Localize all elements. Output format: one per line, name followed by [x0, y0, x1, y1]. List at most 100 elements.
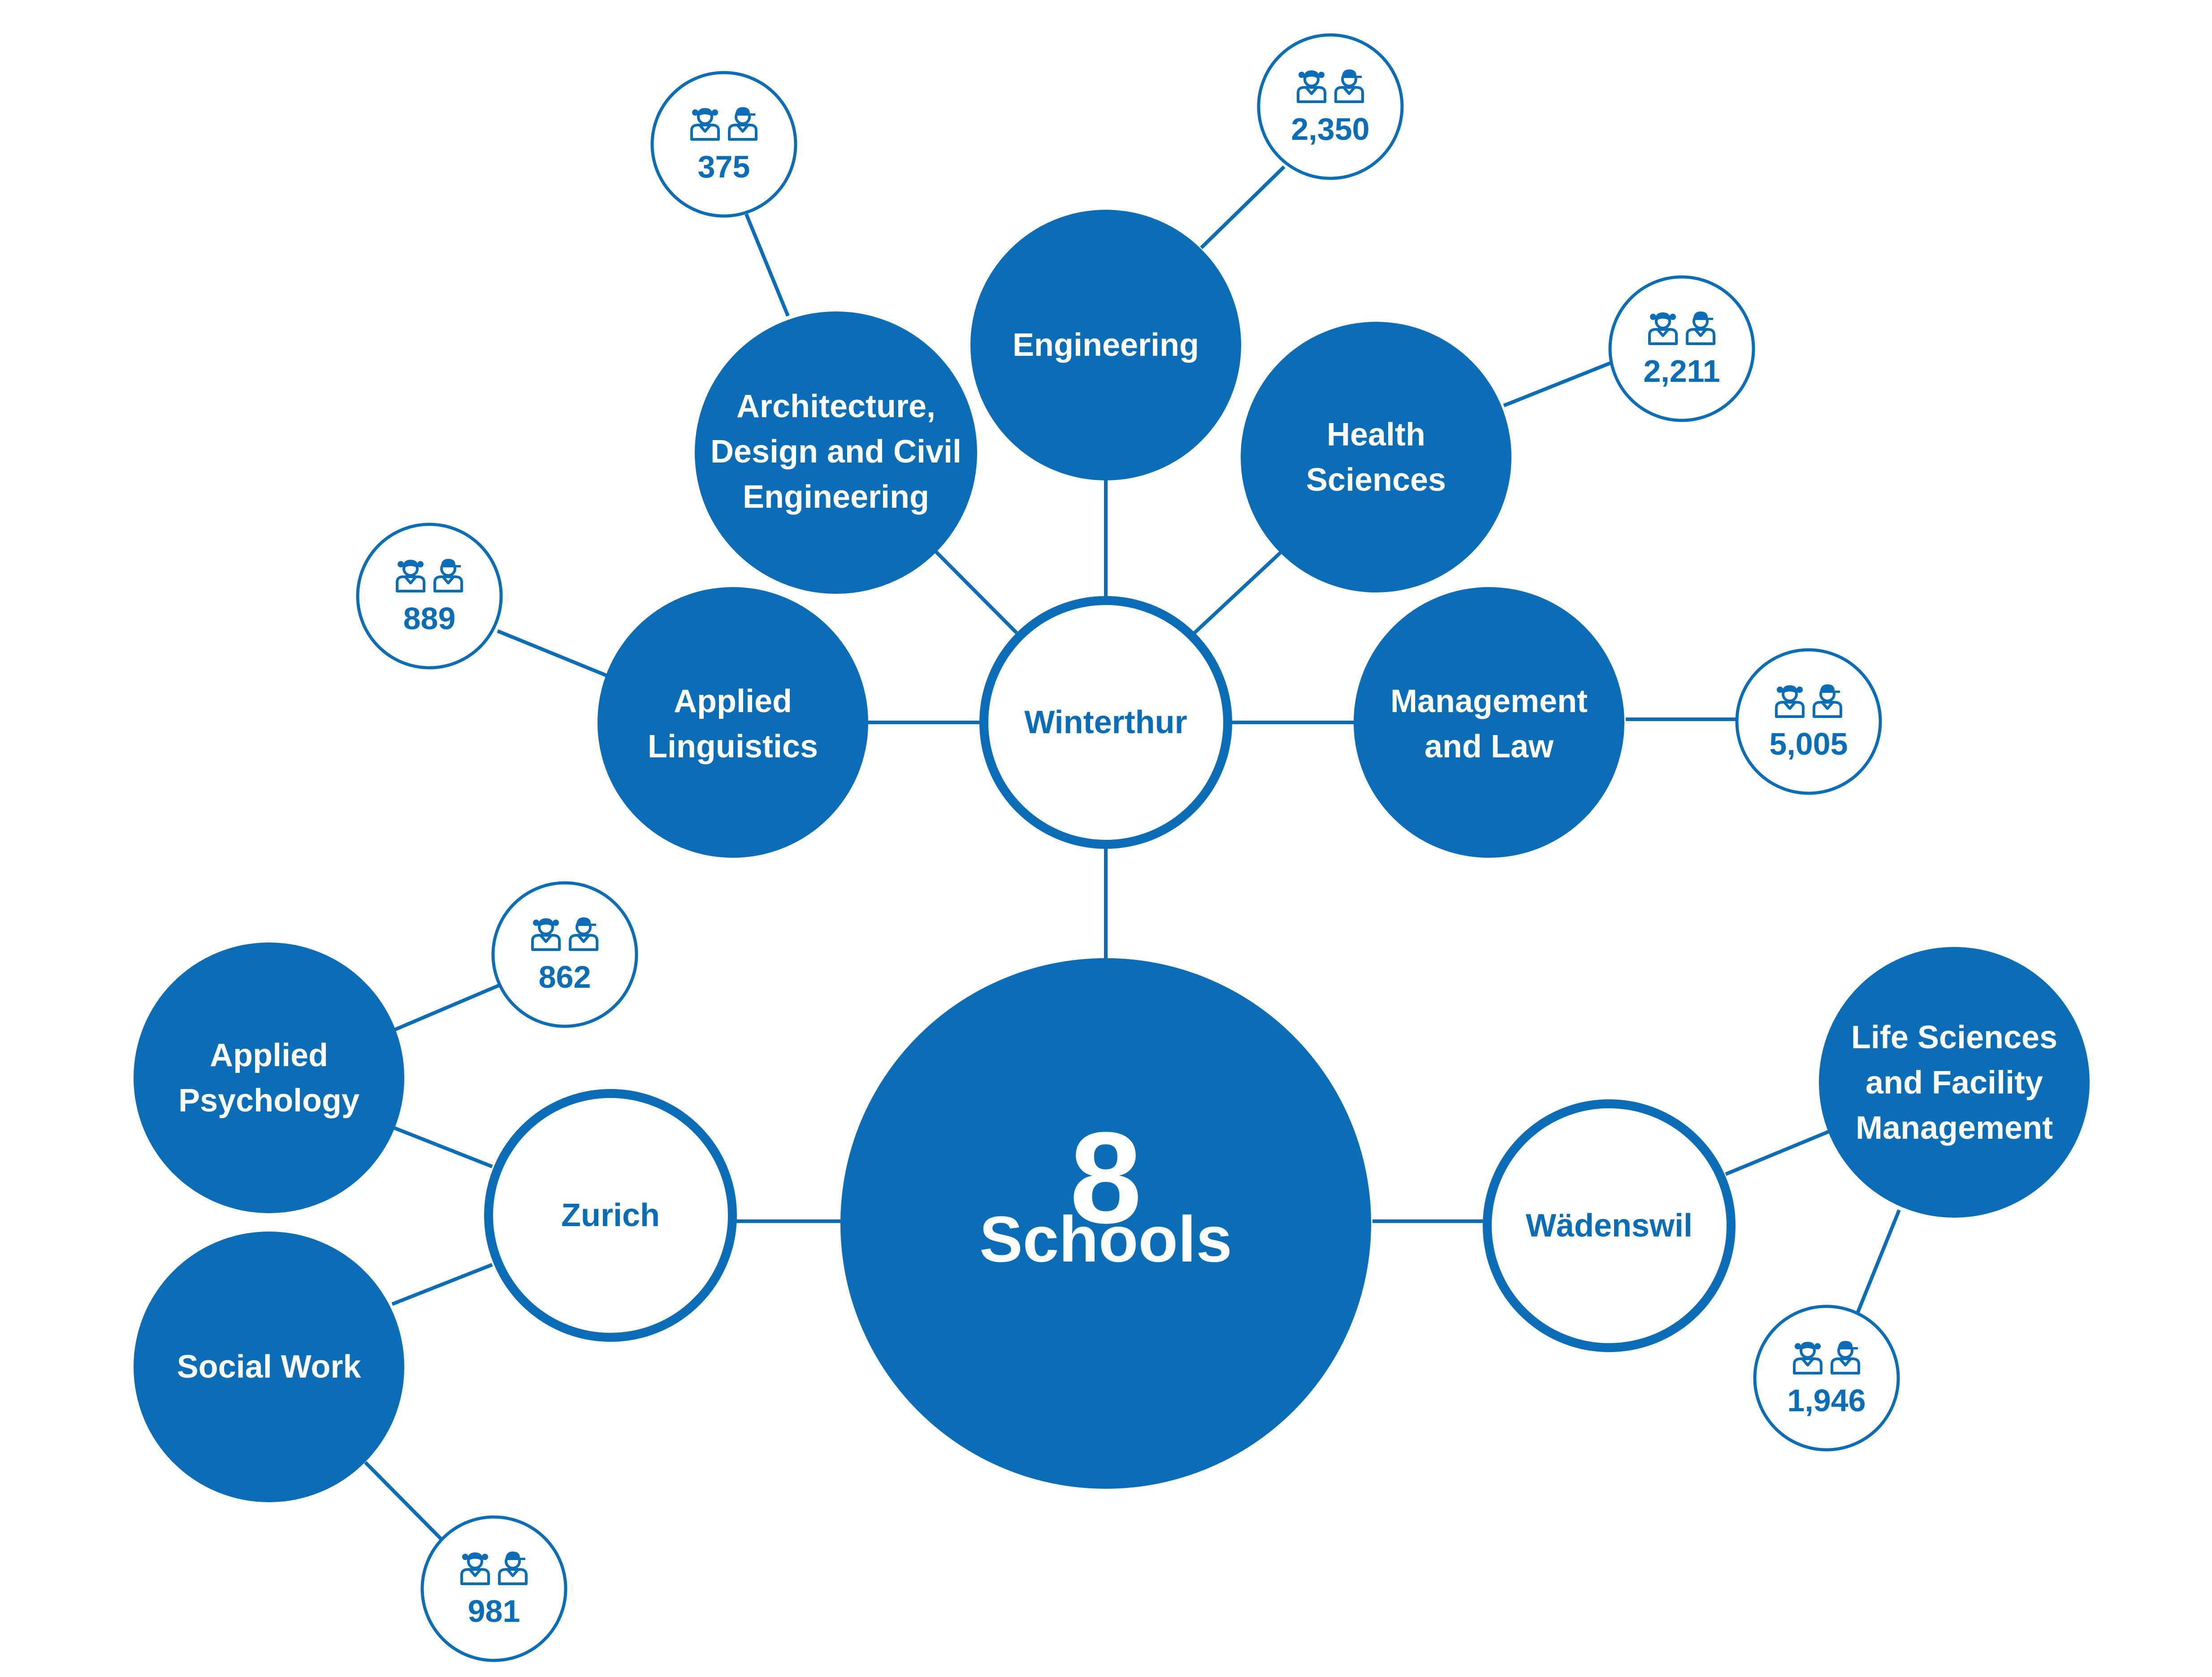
center-number: 8 — [1069, 1105, 1142, 1250]
female-and-male-student-icon — [531, 917, 598, 951]
school-psychology-label-line-2: Psychology — [178, 1083, 359, 1119]
collar-shape — [442, 575, 455, 584]
school-linguistics-label-line-1: Applied — [674, 683, 792, 719]
school-management-label-line-1: Management — [1390, 683, 1588, 719]
female-and-male-student-icon — [690, 107, 758, 141]
school-social-work-circle — [134, 1232, 404, 1502]
collar-shape — [1342, 86, 1356, 95]
female-hair-shape — [1303, 70, 1320, 79]
female-body-shape — [1297, 86, 1326, 103]
school-management-circle — [1354, 587, 1624, 858]
collar-shape — [1839, 1357, 1852, 1366]
school-architecture-circle — [695, 311, 977, 594]
female-and-male-student-icon — [460, 1552, 528, 1585]
collar-shape — [577, 934, 590, 943]
female-body-shape — [1648, 328, 1678, 345]
female-hair-shape — [403, 560, 419, 569]
school-psychology-circle — [134, 942, 404, 1213]
collar-shape — [1801, 1357, 1814, 1366]
male-cap-shape — [441, 559, 461, 567]
connector-winterthur-architecture — [933, 549, 1018, 634]
female-pigtail-shape — [1777, 687, 1783, 693]
school-health-label-line-2: Sciences — [1306, 462, 1446, 498]
campus-zurich: Zurich — [484, 1089, 737, 1342]
female-pigtail-shape — [482, 1554, 488, 1560]
school-health-label-line-1: Health — [1327, 417, 1425, 453]
student-count-engineering: 2,350 — [1257, 33, 1404, 180]
student-count-value: 2,350 — [1291, 112, 1369, 147]
female-pigtail-shape — [1318, 72, 1325, 78]
school-architecture-label-line-3: Engineering — [743, 479, 929, 515]
female-pigtail-shape — [1650, 314, 1656, 320]
student-count-linguistics: 889 — [356, 523, 503, 670]
female-body-shape — [531, 934, 561, 951]
student-count-circle — [1735, 648, 1882, 795]
school-linguistics-label-line-2: Linguistics — [648, 729, 818, 765]
female-body-shape — [396, 575, 425, 592]
collar-shape — [1783, 701, 1796, 710]
female-and-male-student-icon — [1297, 69, 1364, 103]
female-pigtail-shape — [398, 561, 404, 567]
school-engineering: Engineering — [970, 210, 1241, 480]
female-body-shape — [460, 1568, 490, 1585]
school-psychology-label-line-1: Applied — [210, 1037, 328, 1073]
student-count-psychology: 862 — [491, 881, 638, 1028]
student-count-value: 5,005 — [1769, 726, 1848, 761]
school-management-label-line-2: and Law — [1424, 729, 1554, 765]
collar-shape — [1656, 328, 1670, 337]
female-hair-shape — [1800, 1342, 1816, 1351]
student-count-circle — [491, 881, 638, 1028]
male-cap-shape — [736, 107, 755, 116]
female-body-shape — [1793, 1357, 1822, 1374]
school-engineering-circle — [970, 210, 1241, 480]
student-count-circle — [1257, 33, 1404, 180]
male-body-shape — [433, 575, 463, 592]
student-count-value: 981 — [468, 1594, 520, 1629]
male-cap-shape — [1820, 684, 1840, 693]
female-and-male-student-icon — [1775, 684, 1842, 718]
student-count-circle — [1608, 275, 1755, 422]
female-hair-shape — [1782, 685, 1798, 694]
female-pigtail-shape — [533, 920, 539, 926]
female-pigtail-shape — [462, 1554, 468, 1560]
campus-zurich-circle — [484, 1089, 737, 1342]
collar-shape — [1821, 701, 1834, 710]
school-architecture: Architecture, Design and Civil Engineeri… — [695, 311, 977, 594]
female-body-shape — [690, 124, 720, 141]
student-count-value: 889 — [403, 601, 456, 636]
school-life-sciences-circle — [1819, 947, 2090, 1218]
student-count-circle — [420, 1515, 567, 1662]
female-hair-shape — [1655, 312, 1671, 321]
school-engineering-label: Engineering — [1013, 327, 1199, 363]
female-and-male-student-icon — [1793, 1341, 1860, 1374]
campus-waedenswil-circle — [1483, 1099, 1736, 1352]
school-linguistics: Applied Linguistics — [597, 587, 868, 858]
collar-shape — [468, 1568, 482, 1577]
connector-engineering-count — [1200, 165, 1286, 249]
female-pigtail-shape — [553, 920, 559, 926]
female-hair-shape — [697, 108, 713, 117]
female-body-shape — [1775, 701, 1805, 718]
connector-lines — [364, 165, 1901, 1543]
center-label: Schools — [979, 1203, 1232, 1275]
school-architecture-label-line-1: Architecture, — [736, 389, 935, 424]
male-body-shape — [1831, 1357, 1860, 1374]
male-body-shape — [1686, 328, 1715, 345]
school-psychology: Applied Psychology — [134, 942, 404, 1213]
school-social-work-label: Social Work — [177, 1349, 362, 1385]
female-pigtail-shape — [1795, 1343, 1801, 1349]
student-count-value: 862 — [539, 960, 591, 994]
student-count-circle — [650, 71, 797, 218]
male-body-shape — [1813, 701, 1842, 718]
student-count-architecture: 375 — [650, 71, 797, 218]
school-social-work: Social Work — [134, 1232, 404, 1502]
student-count-management: 5,005 — [1735, 648, 1882, 795]
female-pigtail-shape — [1299, 72, 1305, 78]
male-cap-shape — [1342, 69, 1362, 78]
student-count-social-work: 981 — [420, 1515, 567, 1662]
female-pigtail-shape — [1814, 1343, 1821, 1349]
male-cap-shape — [1838, 1341, 1858, 1349]
female-pigtail-shape — [712, 109, 718, 116]
school-life-sciences: Life Sciences and Facility Management — [1819, 947, 2090, 1218]
